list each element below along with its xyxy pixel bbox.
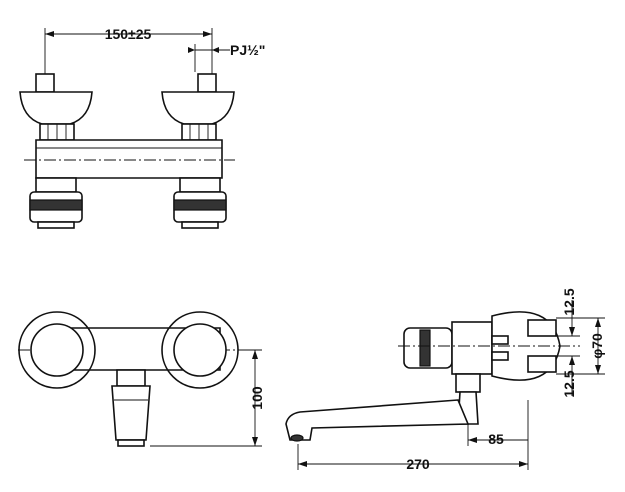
height-label: 100 [249, 386, 265, 410]
diameter-label: φ70 [589, 333, 605, 359]
spout-length-label: 270 [406, 456, 430, 472]
side-view [285, 300, 605, 470]
thread-label: PJ½" [230, 42, 265, 58]
spout-offset-label: 85 [488, 431, 504, 447]
front-view [18, 311, 262, 447]
bottom-offset-label: 12.5 [561, 370, 577, 397]
top-offset-label: 12.5 [561, 288, 577, 315]
top-view [19, 28, 235, 229]
pitch-label: 150±25 [105, 26, 152, 42]
